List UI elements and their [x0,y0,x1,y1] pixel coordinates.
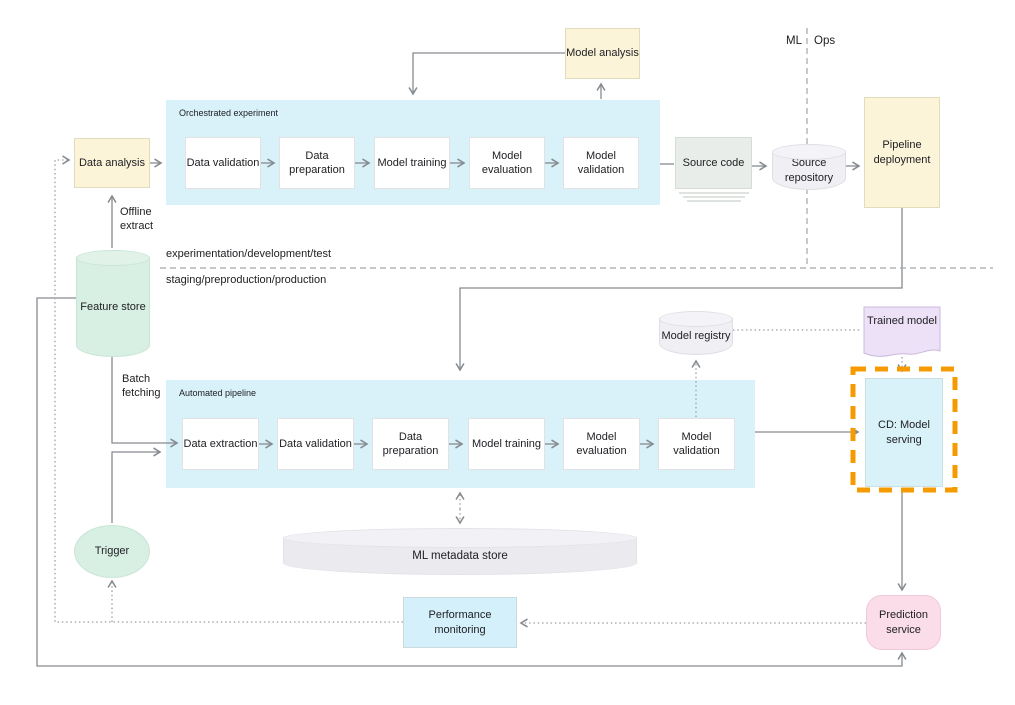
cd-model-serving-node: CD: Model serving [865,378,943,487]
feature-store-cylinder: Feature store [76,250,150,357]
orchestrated-experiment-label: Orchestrated experiment [179,108,279,118]
data-analysis-node: Data analysis [74,138,150,188]
edge-monitoring-to-data-analysis [54,155,403,623]
auto-step-data-preparation: Data preparation [372,418,449,470]
edge-feature-store-to-prediction [36,297,907,667]
batch-fetching-label: Batch fetching [122,373,161,400]
ops-side-label: Ops [814,35,836,47]
source-code-node: Source code [675,137,752,189]
prediction-service-node: Prediction service [866,595,941,650]
orch-step-model-evaluation: Model evaluation [469,137,545,189]
model-analysis-node: Model analysis [565,28,640,79]
performance-monitoring-node: Performance monitoring [403,597,517,648]
trained-model-label: Trained model [867,315,937,327]
auto-step-data-validation: Data validation [277,418,354,470]
edge-batch-fetching [111,357,179,448]
automated-pipeline-container: Automated pipeline [166,380,755,488]
edge-deployment-to-automated [455,208,903,372]
auto-step-model-evaluation: Model evaluation [563,418,640,470]
auto-step-model-validation: Model validation [658,418,735,470]
ml-metadata-store-cylinder: ML metadata store [283,528,637,575]
pipeline-deployment-node: Pipeline deployment [864,97,940,208]
cd-serving-highlight-box [850,366,958,493]
model-registry-cylinder: Model registry [659,311,733,355]
env-experimentation-label: experimentation/development/test [166,248,332,260]
offline-extract-label: Offline extract [120,206,154,233]
orch-step-data-validation: Data validation [185,137,261,189]
orch-step-data-preparation: Data preparation [279,137,355,189]
edge-trigger-to-pipeline [111,447,162,523]
auto-step-data-extraction: Data extraction [182,418,259,470]
automated-pipeline-label: Automated pipeline [179,388,257,398]
trained-model-document-shape [863,306,941,357]
env-staging-label: staging/preproduction/production [166,274,327,286]
source-code-page-line [683,196,745,198]
auto-step-model-training: Model training [468,418,545,470]
orch-step-model-validation: Model validation [563,137,639,189]
trained-model-node: Trained model [863,306,941,362]
ml-side-label: ML [786,35,802,47]
source-code-page-line [687,200,741,202]
trigger-node: Trigger [74,525,150,578]
source-code-page-line [679,192,749,194]
source-repository-cylinder: Source repository [772,144,846,190]
edge-model-analysis-to-pipeline [408,52,565,96]
orch-step-model-training: Model training [374,137,450,189]
